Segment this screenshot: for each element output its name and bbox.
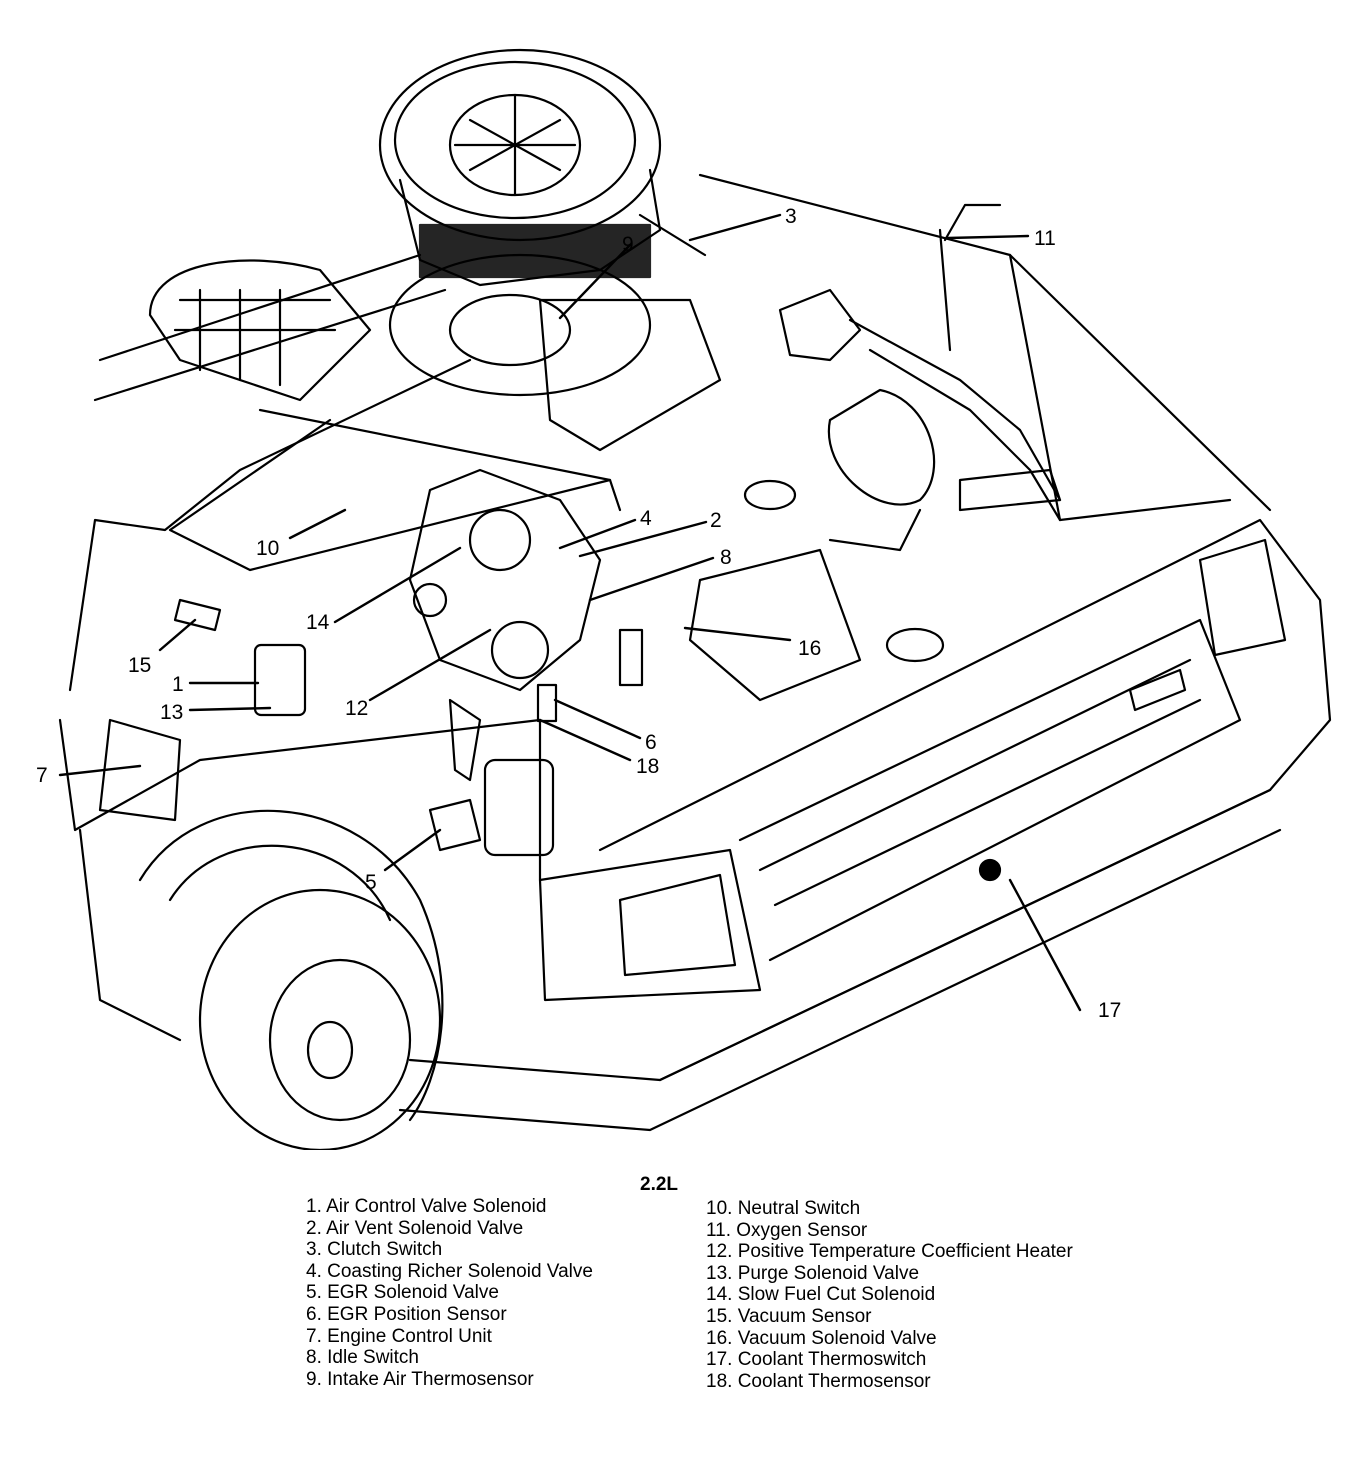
legend-item: 1. Air Control Valve Solenoid [306,1196,547,1217]
legend-item: 5. EGR Solenoid Valve [306,1282,499,1304]
legend-item: 16. Vacuum Solenoid Valve [706,1327,937,1349]
callout-3: 3 [785,205,797,228]
callout-16: 16 [798,637,822,660]
callout-9: 9 [622,233,634,256]
car-body-outline [58,173,1332,1132]
callout-14: 14 [306,611,330,634]
callout-18: 18 [636,755,660,778]
legend-right: 10. Neutral Switch 11. Oxygen Sensor 12.… [706,1198,1073,1392]
callout-8: 8 [720,546,732,569]
callout-1: 1 [172,673,184,696]
legend-item: 3. Clutch Switch [306,1239,443,1261]
callout-6: 6 [645,731,657,754]
legend-item: 4. Coasting Richer Solenoid Valve [306,1260,593,1282]
engine-compartment-illustration [58,48,1332,1150]
legend-item: 10. Neutral Switch [706,1198,861,1219]
legend-item: 15. Vacuum Sensor [706,1305,872,1327]
legend-left: 1. Air Control Valve Solenoid 2. Air Ven… [306,1196,593,1390]
callout-2: 2 [710,509,722,532]
legend-item: 14. Slow Fuel Cut Solenoid [706,1284,936,1306]
callout-15: 15 [128,654,152,677]
legend-item: 13. Purge Solenoid Valve [706,1262,920,1284]
legend-item: 12. Positive Temperature Coefficient Hea… [706,1241,1073,1263]
callout-10: 10 [256,537,280,560]
carburetor [408,298,722,857]
callout-5: 5 [365,871,377,894]
legend-item: 9. Intake Air Thermosensor [306,1368,534,1390]
legend-item: 11. Oxygen Sensor [706,1219,868,1241]
air-cleaner [378,48,662,397]
legend-item: 8. Idle Switch [306,1347,419,1369]
legend-item: 17. Coolant Thermoswitch [706,1349,927,1371]
callout-7: 7 [36,764,48,787]
leader-lines [58,213,1082,1012]
callout-13: 13 [160,701,184,724]
legend-item: 7. Engine Control Unit [306,1325,492,1347]
callout-17: 17 [1098,999,1122,1022]
left-manifold [148,259,372,402]
legend-item: 18. Coolant Thermosensor [706,1370,931,1392]
diagram-title: 2.2L [640,1174,679,1195]
callout-12: 12 [345,697,369,720]
engine-misc [98,203,1002,882]
callout-4: 4 [640,507,652,530]
callout-11: 11 [1034,227,1056,250]
legend-item: 6. EGR Position Sensor [306,1303,507,1325]
legend-item: 2. Air Vent Solenoid Valve [306,1217,524,1239]
front-wheel [138,809,444,1150]
exhaust-assembly [778,288,1062,552]
